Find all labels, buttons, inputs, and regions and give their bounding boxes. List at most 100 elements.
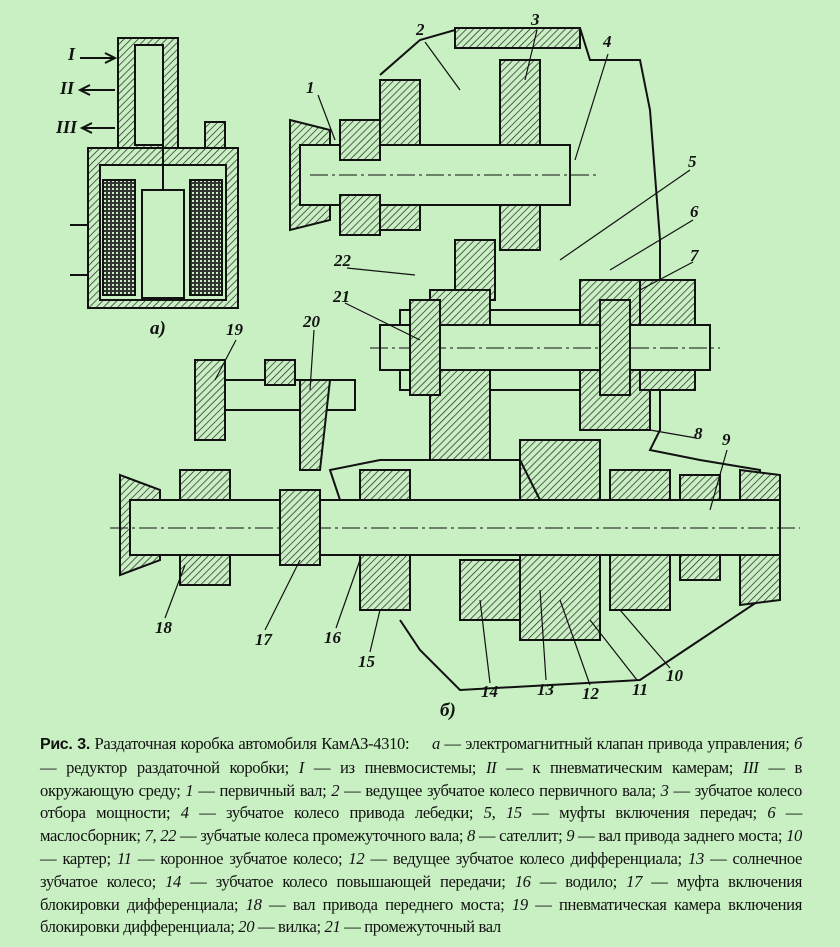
legend-text: маслосборник [40, 826, 137, 846]
legend-item: 8 — сателлит; [467, 826, 567, 846]
legend-text: картер [62, 848, 107, 868]
flow-label-I: I [68, 44, 76, 64]
legend-key: 16 [514, 871, 531, 891]
callout-20: 20 [303, 312, 320, 331]
legend-item: 12 — ведущее зубчатое колесо дифференциа… [348, 848, 688, 868]
legend-item: I — из пневмосистемы; [298, 757, 486, 777]
callout-4: 4 [603, 32, 612, 51]
callout-17: 17 [255, 630, 272, 649]
legend-key: 18 [245, 894, 262, 914]
legend-text: в окружающую среду [40, 757, 802, 800]
legend-text: коронное зубчатое колесо [160, 848, 338, 868]
legend-text: ведущее зубчатое колесо дифференциала [392, 848, 678, 868]
legend-item: 18 — вал привода переднего моста; [245, 894, 512, 914]
callout-11: 11 [632, 680, 649, 699]
legend-key: 19 [511, 894, 528, 914]
callout-21: 21 [333, 287, 350, 306]
legend-text: ведущее зубчатое колесо первичного вала [365, 780, 652, 800]
callout-7: 7 [690, 246, 699, 265]
callout-18: 18 [155, 618, 172, 637]
callout-16: 16 [324, 628, 341, 647]
legend-text: зубчатые колеса промежуточного вала [200, 826, 459, 846]
legend-key: 13 [688, 848, 704, 868]
callout-13: 13 [537, 680, 554, 699]
legend-key: 11 [116, 848, 132, 868]
part-label-b: б) [440, 700, 456, 721]
callout-9: 9 [722, 430, 731, 449]
legend-text: к пневматическим камерам [532, 757, 729, 777]
legend-text: муфты включения передач [559, 803, 753, 823]
legend-key: 8 [467, 826, 475, 846]
legend-item: 21 — промежуточный вал [324, 917, 502, 937]
legend-item: 16 — водило; [514, 871, 627, 891]
legend-text: промежуточный вал [364, 917, 501, 937]
legend-item: 10 — картер; [40, 826, 803, 868]
legend-text: муфта включения блокировки дифференциала [40, 871, 803, 914]
legend-key: 10 [786, 826, 803, 846]
legend-text: зубчатое колесо отбора мощности [40, 780, 803, 823]
legend-item: II — к пневматическим камерам; [485, 757, 743, 777]
part-label-a: а) [150, 318, 166, 339]
legend-text: электромагнитный клапан привода управлен… [465, 734, 786, 753]
legend-text: зубчатое колесо повышающей передачи [215, 871, 502, 891]
callout-22: 22 [334, 251, 351, 270]
legend-item: 3 — зубчатое колесо отбора мощности; [40, 780, 803, 823]
legend-text: зубчатое колесо привода лебедки [226, 803, 469, 823]
legend-key: а [431, 734, 440, 753]
callout-3: 3 [531, 10, 540, 29]
legend-item: 7, 22 — зубчатые колеса промежуточного в… [144, 826, 468, 846]
legend-item: 9 — вал привода заднего моста; [566, 826, 787, 846]
callout-2: 2 [416, 20, 425, 39]
legend: а — электромагнитный клапан привода упра… [40, 734, 802, 936]
legend-item: III — в окружающую среду; [40, 757, 802, 800]
callout-1: 1 [306, 78, 315, 97]
legend-key: 21 [324, 917, 341, 937]
legend-text: солнечное зубчатое колесо [40, 848, 803, 891]
legend-text: вал привода заднего моста [598, 826, 778, 846]
intermediate-shaft [370, 299, 720, 396]
legend-item: 2 — ведущее зубчатое колесо первичного в… [331, 780, 661, 800]
callout-19: 19 [226, 320, 243, 339]
output-shafts [110, 459, 800, 607]
legend-key: 20 [238, 917, 255, 937]
legend-text: водило [565, 871, 613, 891]
callout-8: 8 [694, 424, 703, 443]
legend-item: 13 — солнечное зубчатое колесо; [40, 848, 803, 891]
legend-key: 7, 22 [144, 826, 177, 846]
legend-key: 17 [626, 871, 643, 891]
legend-key: 14 [165, 871, 181, 891]
legend-item: 6 — маслосборник; [40, 803, 803, 846]
legend-key: 3 [660, 780, 669, 800]
leader-lines [164, 29, 728, 686]
callout-15: 15 [358, 652, 375, 671]
callout-14: 14 [481, 682, 498, 701]
legend-key: 5, 15 [483, 803, 523, 823]
input-shaft [289, 118, 600, 236]
legend-key: 2 [331, 780, 340, 800]
figure-title: Раздаточная коробка автомобиля КамАЗ-431… [94, 734, 410, 753]
legend-key: б [793, 734, 802, 753]
legend-text: пневматическая камера включения блокиров… [40, 894, 802, 937]
solenoid-valve [70, 37, 239, 309]
legend-item: 19 — пневматическая камера включения бло… [40, 894, 802, 937]
figure-number: Рис. 3. [40, 736, 90, 753]
transfer-case-drawing [70, 26, 800, 692]
legend-key: I [298, 757, 305, 777]
legend-text: сателлит [499, 826, 559, 846]
legend-text: редуктор раздаточной коробки [66, 757, 285, 777]
legend-key: II [485, 757, 497, 777]
legend-text: из пневмосистемы [339, 757, 472, 777]
flow-label-III: III [56, 117, 78, 137]
figure-caption: Рис. 3. Раздаточная коробка автомобиля К… [40, 733, 802, 939]
legend-key: 12 [348, 848, 365, 868]
legend-item: 20 — вилка; [238, 917, 325, 937]
legend-item: 14 — зубчатое колесо повышающей передачи… [165, 871, 515, 891]
legend-text: первичный вал [219, 780, 323, 800]
legend-text: вал привода переднего моста [292, 894, 501, 914]
flow-label-II: II [60, 78, 75, 98]
diff-lock-chamber [194, 359, 356, 471]
legend-key: 1 [185, 780, 194, 800]
legend-item: б — редуктор раздаточной коробки; [40, 734, 802, 777]
legend-item: 4 — зубчатое колесо привода лебедки; [180, 803, 484, 823]
legend-item: 1 — первичный вал; [185, 780, 332, 800]
